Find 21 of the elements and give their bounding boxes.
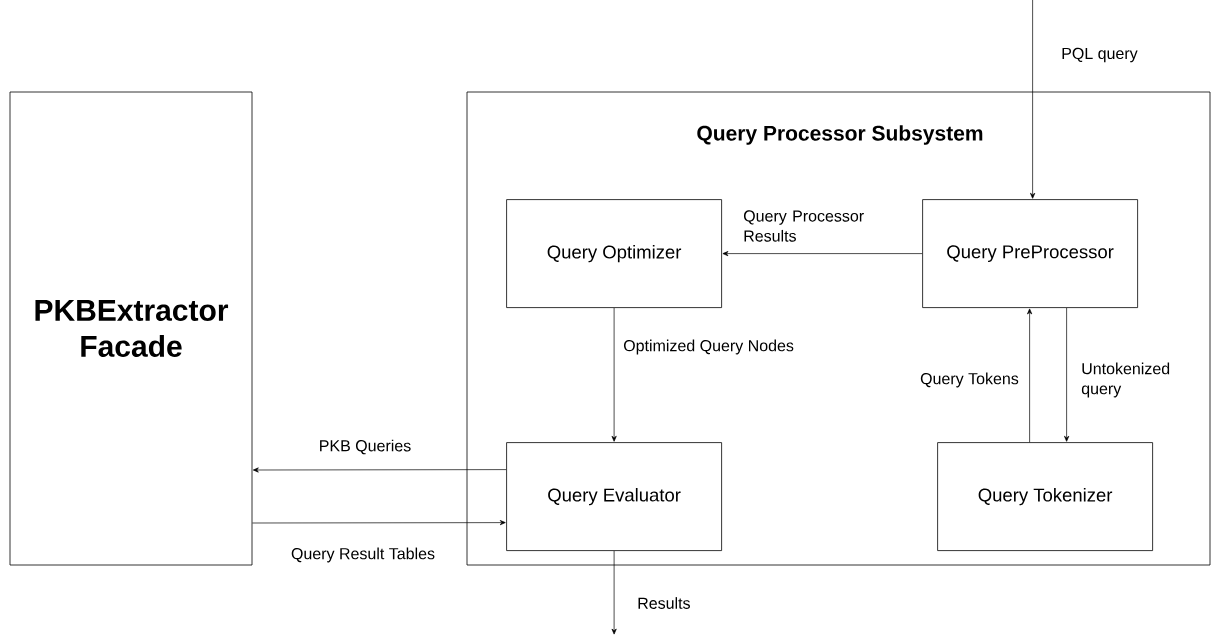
edge-label: Results	[638, 597, 690, 609]
arrow	[252, 467, 507, 473]
facade-box: PKBExtractor Facade	[9, 91, 253, 566]
edge-label: Query Processor Results	[743, 210, 864, 242]
edge-label: Optimized Query Nodes	[623, 339, 794, 355]
arrow	[1064, 307, 1070, 442]
process-box: Query PreProcessor	[922, 199, 1138, 308]
process-box: Query Tokenizer	[937, 442, 1153, 551]
process-box: Query Evaluator	[506, 442, 722, 551]
edge-label: PQL query	[1062, 47, 1138, 63]
edge-label: Query Tokens	[920, 372, 1019, 388]
arrow	[1027, 308, 1033, 443]
process-box: Query Optimizer	[506, 199, 722, 308]
arrow	[722, 251, 923, 257]
edge-label: Untokenized query	[1081, 362, 1170, 398]
arrow	[1030, 0, 1036, 199]
arrow	[611, 550, 617, 635]
edge-label: PKB Queries	[320, 439, 411, 455]
arrow	[252, 520, 506, 526]
edge-label: Query Result Tables	[291, 547, 435, 563]
arrow	[611, 307, 617, 442]
